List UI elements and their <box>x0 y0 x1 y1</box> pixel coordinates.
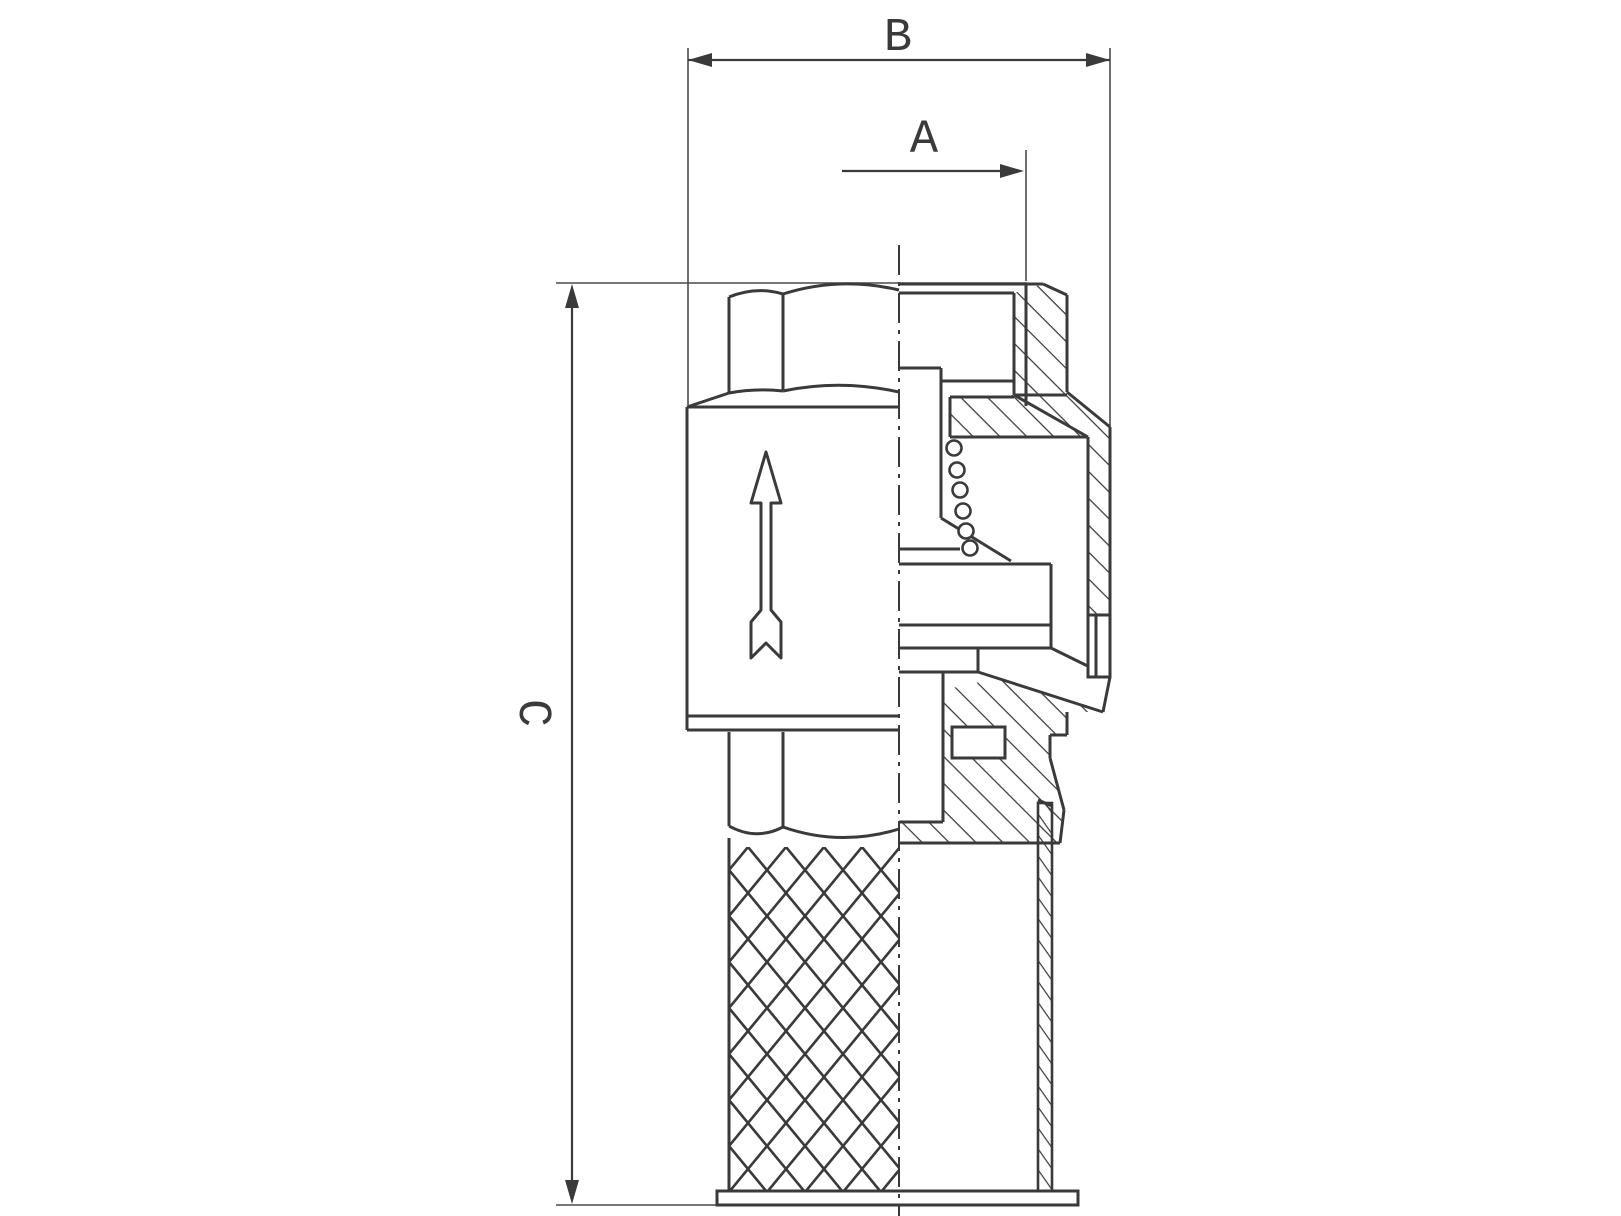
lower-hex-section <box>727 732 900 840</box>
dimension-b: B <box>687 12 1111 427</box>
outer-wall-hatch <box>1088 437 1110 615</box>
dim-a-arrow-icon <box>1000 164 1024 178</box>
dim-c-arrow-bottom-icon <box>565 1180 579 1204</box>
base-flange <box>715 1189 1080 1207</box>
thread-section-hatch <box>1014 284 1067 395</box>
strainer-wall <box>1036 798 1054 1193</box>
dimension-c: C <box>505 282 1027 1206</box>
male-thread-port <box>899 282 1111 439</box>
valve-body <box>685 405 899 732</box>
stem-guide <box>899 366 1012 824</box>
dim-a-label: A <box>910 114 939 167</box>
retaining-ring <box>1086 613 1112 679</box>
dim-c-label: C <box>505 699 558 727</box>
dim-b-label: B <box>884 12 912 65</box>
dim-c-arrow-top-icon <box>565 284 579 308</box>
valve-disc <box>899 562 1053 674</box>
hex-cap-nut <box>686 282 900 409</box>
seat-band-hatch <box>950 395 1088 437</box>
flare-hatch <box>1014 392 1110 437</box>
dim-b-arrow-left-icon <box>688 53 712 67</box>
dimension-a: A <box>842 114 1027 281</box>
disc-retainer-groove <box>950 725 1007 760</box>
strainer-mesh <box>727 838 899 1191</box>
dim-b-arrow-right-icon <box>1086 53 1110 67</box>
spring-coils <box>945 439 979 557</box>
flow-direction-arrow-icon <box>749 450 783 660</box>
